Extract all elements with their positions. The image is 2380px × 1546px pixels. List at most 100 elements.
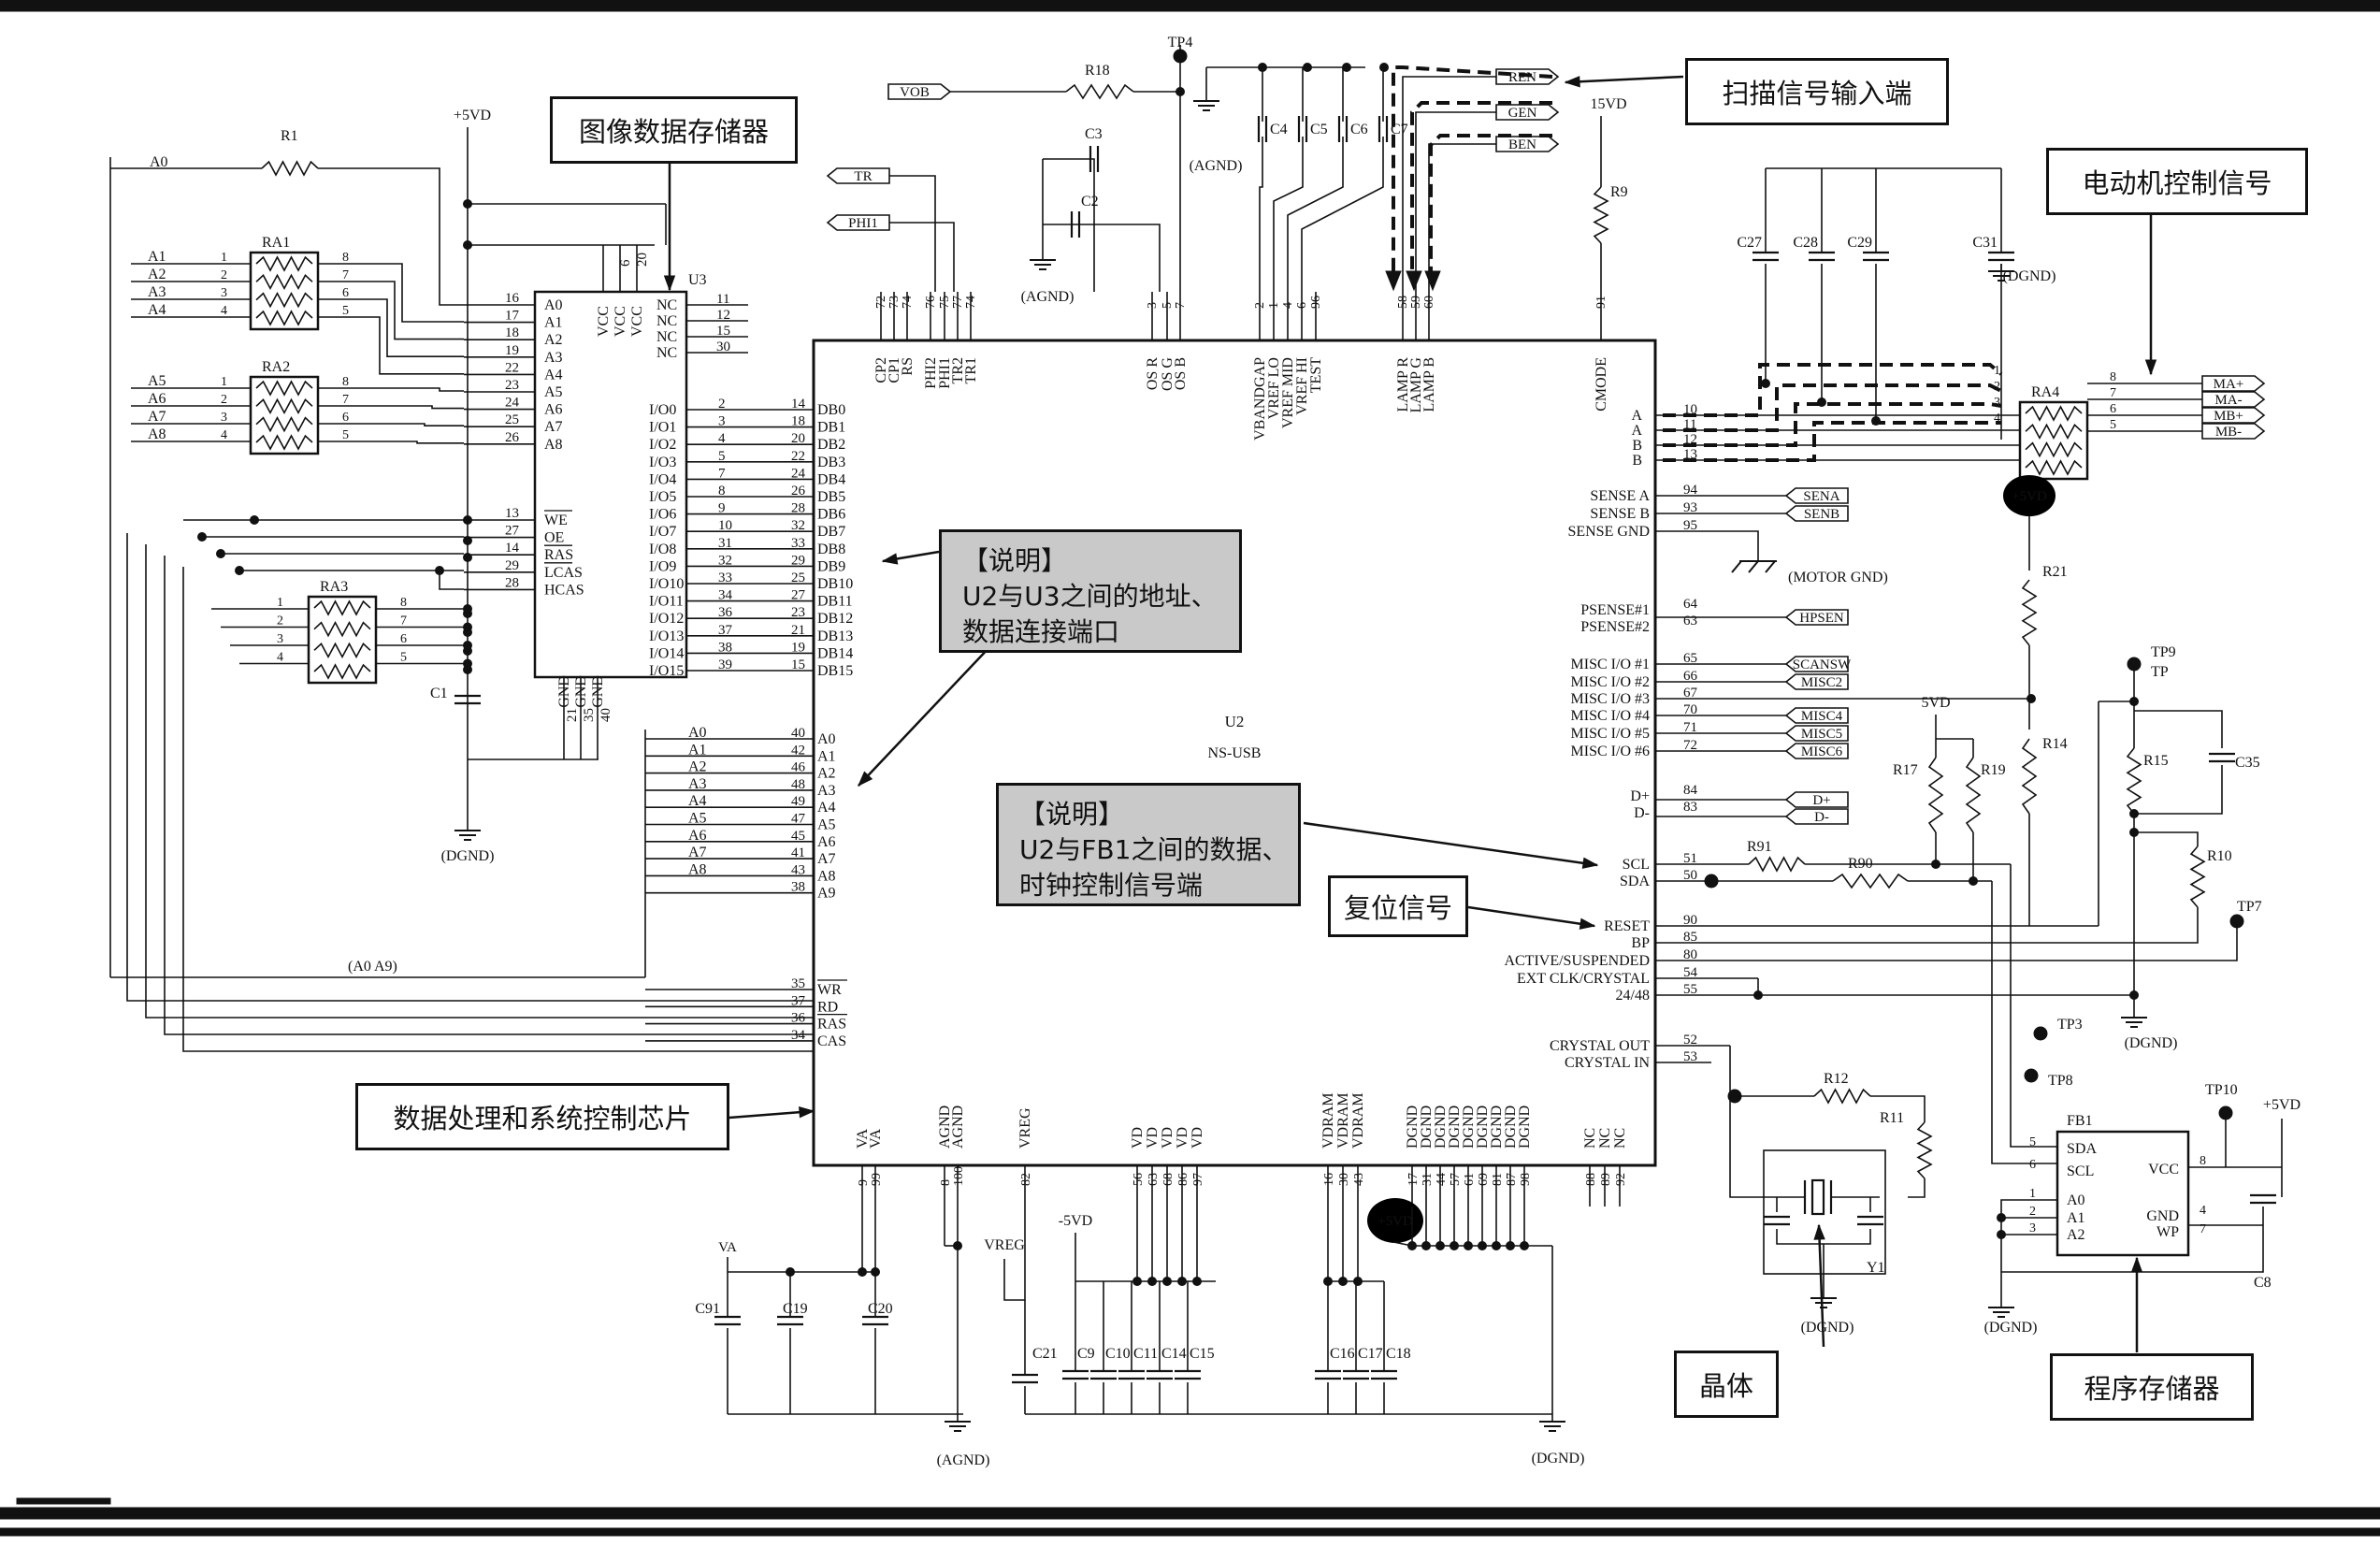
- va-label: VA: [718, 1240, 737, 1255]
- ra-pin-number: 4: [1994, 412, 2000, 426]
- test-point-tp10: TP10: [2205, 1082, 2238, 1098]
- u2-db-pin-number: 23: [791, 605, 805, 620]
- junction-dot: [1421, 1241, 1431, 1250]
- tag-sena: SENA: [1803, 489, 1839, 504]
- u3-pin-number: 25: [505, 412, 519, 427]
- top-border-bar: [0, 0, 2380, 12]
- u2-top-pin-number: 5: [1161, 302, 1175, 309]
- junction-dot: [1176, 87, 1185, 96]
- u3-pin-name: A2: [544, 332, 563, 348]
- u3-vcc-pin: VCC: [596, 306, 612, 337]
- u2-a-pin-number: 47: [791, 812, 806, 827]
- junction-dot: [197, 532, 207, 542]
- u3-pin-number: 22: [505, 360, 519, 375]
- note2-title: 【说明】: [1019, 799, 1125, 830]
- u3-pin-number: 26: [505, 430, 520, 445]
- u2-right-pin: D+: [1630, 788, 1650, 804]
- u2-top-pin: LAMP B: [1421, 357, 1437, 412]
- u3-nc-pin: NC: [656, 345, 677, 361]
- u2-db-pin-number: 24: [791, 466, 806, 481]
- u3-pin-number: 18: [505, 325, 519, 340]
- tag-mb-plus: MB+: [2214, 409, 2243, 424]
- junction-dot: [250, 515, 259, 525]
- resistor-array-element: [255, 397, 313, 415]
- u3-io-pin: I/O7: [649, 524, 676, 540]
- cap-c31-label: C31: [1972, 235, 1998, 251]
- u2-bottom-pin: VDRAM: [1335, 1092, 1351, 1149]
- u2-top-pin-number: 7: [1174, 302, 1188, 309]
- test-point-dot: [1173, 49, 1188, 64]
- resistor-array-ref: RA4: [2031, 384, 2059, 400]
- address-wire: [318, 423, 464, 427]
- u3-io-pin: I/O3: [649, 455, 676, 470]
- u2-ctrl-pin: RD: [817, 999, 838, 1015]
- u2-bottom-pin-number: 92: [1614, 1173, 1628, 1186]
- tag-ma-plus-shape: [2201, 375, 2266, 392]
- u2-bottom-pin-number: 100: [952, 1166, 966, 1186]
- fb1-pin-number: 1: [2029, 1187, 2036, 1201]
- u2-top-pin: VREF LO: [1266, 357, 1282, 419]
- arrow-crystal: [1817, 1224, 1825, 1348]
- u2-top-pin-number: 77: [951, 296, 965, 309]
- tag-ren: REN: [1508, 70, 1536, 85]
- u2-bottom-pin: DGND: [1489, 1105, 1505, 1149]
- bottom-corner-mark: [16, 1497, 111, 1505]
- resistor-r14: [2021, 738, 2038, 815]
- u2-db-pin: DB9: [817, 558, 845, 574]
- u2-db-pin: DB0: [817, 402, 845, 418]
- motor-gnd-symbol: [1765, 560, 1776, 573]
- u3-io-pin: I/O11: [649, 594, 684, 610]
- vref-wire: [1287, 137, 1344, 292]
- callout-crystal: 晶体: [1674, 1351, 1779, 1418]
- u3-io-pin: I/O10: [649, 576, 684, 592]
- fb1-gnd-wire: [2001, 1206, 2264, 1273]
- u3-io-pin-number: 34: [718, 588, 733, 603]
- u3-vcc-pin: VCC: [613, 306, 628, 337]
- u2-top-pin: RS: [900, 357, 916, 376]
- u2-right-pin-number: 52: [1683, 1033, 1697, 1048]
- u3-pin-number: 27: [505, 524, 520, 539]
- test-point-dot: [1704, 874, 1719, 889]
- ra-pin-number: 4: [221, 428, 227, 442]
- u3-nc-pin-number: 30: [716, 340, 730, 354]
- ra-pin-number: 7: [2110, 386, 2116, 400]
- u2-right-pin-number: 67: [1683, 686, 1698, 701]
- u3-pin-name: RAS: [544, 547, 573, 563]
- cap-c20-label: C20: [868, 1301, 893, 1317]
- junction-dot: [858, 1267, 867, 1277]
- u2-bottom-pin-number: 56: [1132, 1173, 1146, 1186]
- u3-io-pin: I/O6: [649, 507, 676, 523]
- u2-bottom-pin: DGND: [1503, 1105, 1519, 1149]
- u2-top-pin: VREF MID: [1280, 357, 1296, 428]
- address-net-label: A8: [688, 861, 707, 877]
- callout-image-memory: 图像数据存储器: [550, 96, 798, 164]
- u2-a-pin-number: 42: [791, 743, 805, 758]
- u2-right-pin: ACTIVE/SUSPENDED: [1504, 953, 1650, 969]
- resistor-r15: [2126, 747, 2142, 815]
- u2-right-pin-number: 53: [1683, 1049, 1697, 1064]
- resistor-array-element: [313, 642, 371, 659]
- dgnd-wire: [1392, 1241, 1413, 1247]
- junction-dot: [1177, 1277, 1187, 1286]
- address-wire: [318, 298, 464, 358]
- callout-motor-control: 电动机控制信号: [2046, 148, 2308, 215]
- u2-top-pin: OS R: [1145, 357, 1161, 390]
- u2-right-pin: CRYSTAL IN: [1565, 1055, 1650, 1071]
- note1-line2: 数据连接端口: [962, 616, 1120, 647]
- note1-line1: U2与U3之间的地址、: [962, 581, 1218, 612]
- u2-bottom-pin-number: 89: [1599, 1173, 1613, 1186]
- tag-misc6-shape: [1784, 743, 1849, 759]
- power-label-15vd: 15VD: [1590, 96, 1626, 112]
- u2-right-pin: SDA: [1620, 874, 1650, 889]
- address-net-label: A4: [688, 793, 707, 809]
- u3-pin-name: A7: [544, 419, 563, 435]
- address-net-label: A3: [688, 776, 707, 792]
- resistor-array-element: [255, 310, 313, 326]
- ra-pin-number: 8: [342, 251, 349, 265]
- tag-ben: BEN: [1508, 137, 1536, 152]
- callout-scan-input: 扫描信号输入端: [1685, 58, 1949, 125]
- cap-c3-label: C3: [1085, 126, 1103, 142]
- junction-dot: [1192, 1277, 1202, 1286]
- u2-top-pin-number: 2: [1253, 302, 1267, 309]
- tag-sena-shape: [1784, 487, 1849, 504]
